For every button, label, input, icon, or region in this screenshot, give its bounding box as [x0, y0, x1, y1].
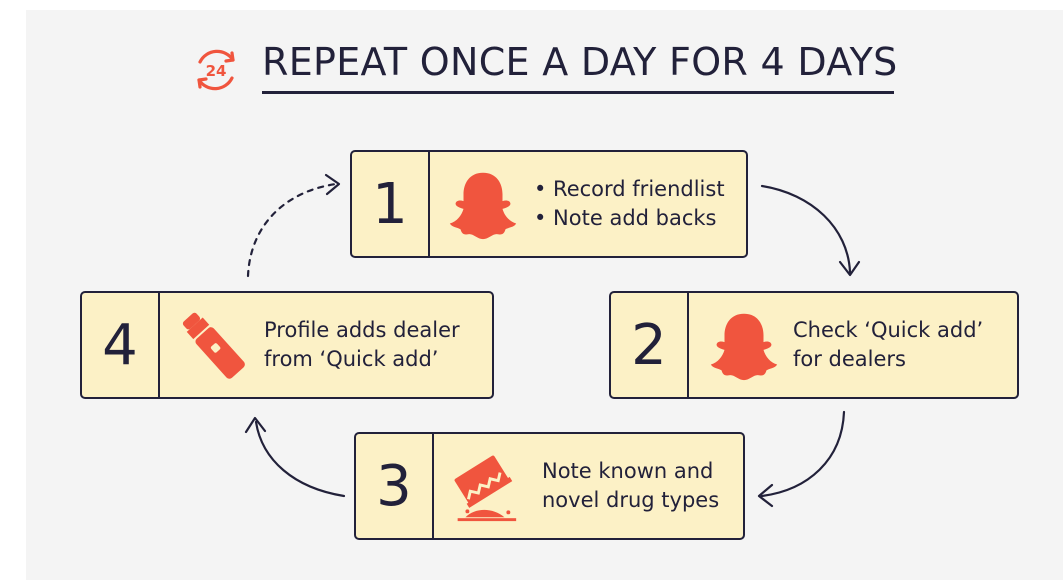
step-2-line-2: for dealers	[793, 347, 906, 371]
step-number-2: 2	[611, 293, 689, 397]
step-text-3: Note known and novel drug types	[542, 457, 719, 515]
step-text-1: • Record friendlist • Note add backs	[534, 175, 725, 233]
24-hour-label: 24	[206, 62, 227, 80]
step-card-4: 4 Profile adds dealer from ‘Quick add’	[80, 291, 494, 399]
24-hour-cycle-icon: 24	[197, 49, 235, 91]
step-card-2: 2 Check ‘Quick add’ for dealers	[609, 291, 1019, 399]
step-1-line-1: • Record friendlist	[534, 177, 725, 201]
snapchat-ghost-icon	[710, 313, 778, 381]
snapchat-ghost-icon	[449, 172, 517, 240]
step-4-line-1: Profile adds dealer	[264, 318, 460, 342]
step-number-4: 4	[82, 293, 160, 397]
step-number-1: 1	[352, 152, 430, 256]
razor-blade-powder-icon	[454, 455, 517, 522]
page-title: REPEAT ONCE A DAY FOR 4 DAYS	[262, 40, 898, 84]
step-card-3: 3 Note known and novel drug types	[354, 432, 745, 540]
step-3-line-2: novel drug types	[542, 488, 720, 512]
step-card-1: 1 • Record friendlist • Note add backs	[350, 150, 748, 258]
step-4-line-2: from ‘Quick add’	[264, 347, 439, 371]
step-text-4: Profile adds dealer from ‘Quick add’	[264, 316, 460, 374]
step-number-3: 3	[356, 434, 434, 538]
step-2-line-1: Check ‘Quick add’	[793, 318, 984, 342]
title-row: 24 REPEAT ONCE A DAY FOR 4 DAYS	[190, 38, 900, 98]
step-3-line-1: Note known and	[542, 459, 714, 483]
step-text-2: Check ‘Quick add’ for dealers	[793, 316, 983, 374]
vape-pen-icon	[182, 312, 245, 379]
step-1-line-2: • Note add backs	[534, 206, 717, 230]
title-underline	[262, 91, 894, 94]
